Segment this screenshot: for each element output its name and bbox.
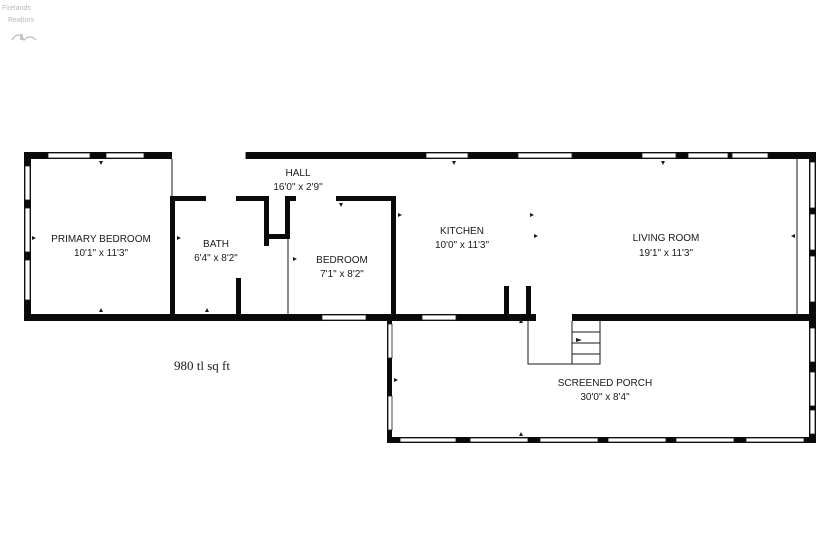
room-dims: 16'0" x 2'9" [273,182,323,193]
room-label-kitchen: KITCHEN 10'0" x 11'3" [435,226,490,251]
room-dims: 10'1" x 11'3" [74,248,129,259]
room-name: SCREENED PORCH [558,378,652,389]
room-dims: 19'1" x 11'3" [639,248,694,259]
room-label-screened-porch: SCREENED PORCH 30'0" x 8'4" [558,378,652,403]
room-name: LIVING ROOM [633,233,700,244]
watermark-logo: Firelands Realtors [2,5,37,42]
porch-steps [527,321,601,365]
total-area-label: 980 tl sq ft [174,358,230,373]
room-name: HALL [285,168,310,179]
room-name: KITCHEN [440,226,484,237]
room-name: BEDROOM [316,255,368,266]
room-name: BATH [203,239,229,250]
room-label-living-room: LIVING ROOM 19'1" x 11'3" [633,233,700,259]
room-label-bath: BATH 6'4" x 8'2" [194,239,238,264]
room-dims: 30'0" x 8'4" [580,392,630,403]
room-label-bedroom: BEDROOM 7'1" x 8'2" [316,255,368,280]
room-dims: 10'0" x 11'3" [435,240,490,251]
exterior-windows [24,152,816,321]
room-label-primary-bedroom: PRIMARY BEDROOM 10'1" x 11'3" [51,234,151,259]
room-name: PRIMARY BEDROOM [51,234,151,245]
room-label-hall: HALL 16'0" x 2'9" [273,168,323,193]
interior-walls [170,196,531,318]
porch-screens [387,323,816,443]
arrow-ticks [32,161,795,436]
room-dims: 7'1" x 8'2" [320,269,364,280]
watermark-line2: Realtors [8,17,35,24]
interior-openings [171,152,289,314]
room-dims: 6'4" x 8'2" [194,253,238,264]
watermark-line1: Firelands [2,5,31,12]
